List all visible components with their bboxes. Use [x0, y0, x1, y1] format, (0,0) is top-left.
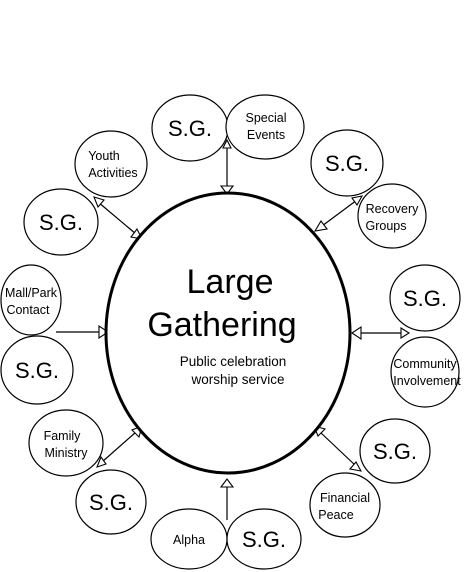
connector-community-involvement: [351, 325, 411, 341]
family-ministry-node: Family Ministry: [28, 409, 104, 477]
small-group-label: S.G.: [242, 527, 286, 552]
recovery-groups-node: Recovery Groups: [357, 183, 427, 249]
connector-recovery-groups: [313, 195, 364, 232]
large-gathering-node: Large Gathering Public celebration worsh…: [104, 191, 352, 475]
small-group-label: S.G.: [89, 490, 133, 515]
center-subtitle-line1: Public celebration: [180, 354, 287, 369]
connector-family-ministry: [96, 425, 143, 468]
connector-youth-activities: [93, 196, 143, 240]
special-events-line2: Events: [247, 128, 285, 142]
youth-activities-line1: Youth: [88, 149, 120, 163]
mall-park-line1: Mall/Park: [5, 286, 58, 300]
small-group-bottom-right: S.G.: [359, 418, 431, 484]
youth-activities-node: Youth Activities: [74, 130, 148, 198]
special-events-line1: Special: [246, 111, 287, 125]
connector-financial-peace: [313, 425, 363, 472]
alpha-label: Alpha: [173, 533, 205, 547]
small-group-label: S.G.: [325, 151, 369, 176]
family-ministry-line2: Ministry: [44, 446, 88, 460]
small-group-bottom-left: S.G.: [75, 469, 147, 535]
small-group-left: S.G.: [0, 335, 74, 405]
mall-park-contact-node: Mall/Park Contact: [0, 264, 62, 336]
small-group-bottom: S.G.: [226, 508, 302, 570]
community-involvement-line1: Community: [393, 357, 457, 371]
connector-mall-park: [56, 324, 109, 340]
recovery-groups-line2: Groups: [366, 219, 407, 233]
center-title-line1: Large: [187, 263, 274, 301]
recovery-groups-line1: Recovery: [366, 202, 420, 216]
small-group-right: S.G.: [389, 264, 461, 332]
family-ministry-line1: Family: [44, 429, 82, 443]
small-group-label: S.G.: [15, 358, 59, 383]
small-group-top-left: S.G.: [23, 188, 99, 256]
small-group-label: S.G.: [39, 210, 83, 235]
financial-peace-line2: Peace: [318, 508, 353, 522]
small-group-top-right: S.G.: [310, 129, 384, 197]
small-group-label: S.G.: [373, 439, 417, 464]
youth-activities-line2: Activities: [88, 166, 137, 180]
community-involvement-line2: Involvement: [393, 374, 461, 388]
connector-alpha: [219, 478, 235, 520]
alpha-node: Alpha: [150, 508, 228, 570]
center-title-line2: Gathering: [147, 306, 296, 344]
financial-peace-line1: Financial: [320, 491, 370, 505]
connector-special-events: [219, 138, 235, 195]
mall-park-line2: Contact: [6, 303, 50, 317]
small-group-label: S.G.: [403, 286, 447, 311]
small-group-label: S.G.: [168, 116, 212, 141]
small-group-top: S.G.: [151, 94, 229, 162]
community-involvement-node: Community Involvement: [390, 336, 461, 408]
center-subtitle-line2: worship service: [190, 372, 284, 387]
financial-peace-node: Financial Peace: [309, 472, 381, 538]
special-events-node: Special Events: [225, 94, 305, 160]
